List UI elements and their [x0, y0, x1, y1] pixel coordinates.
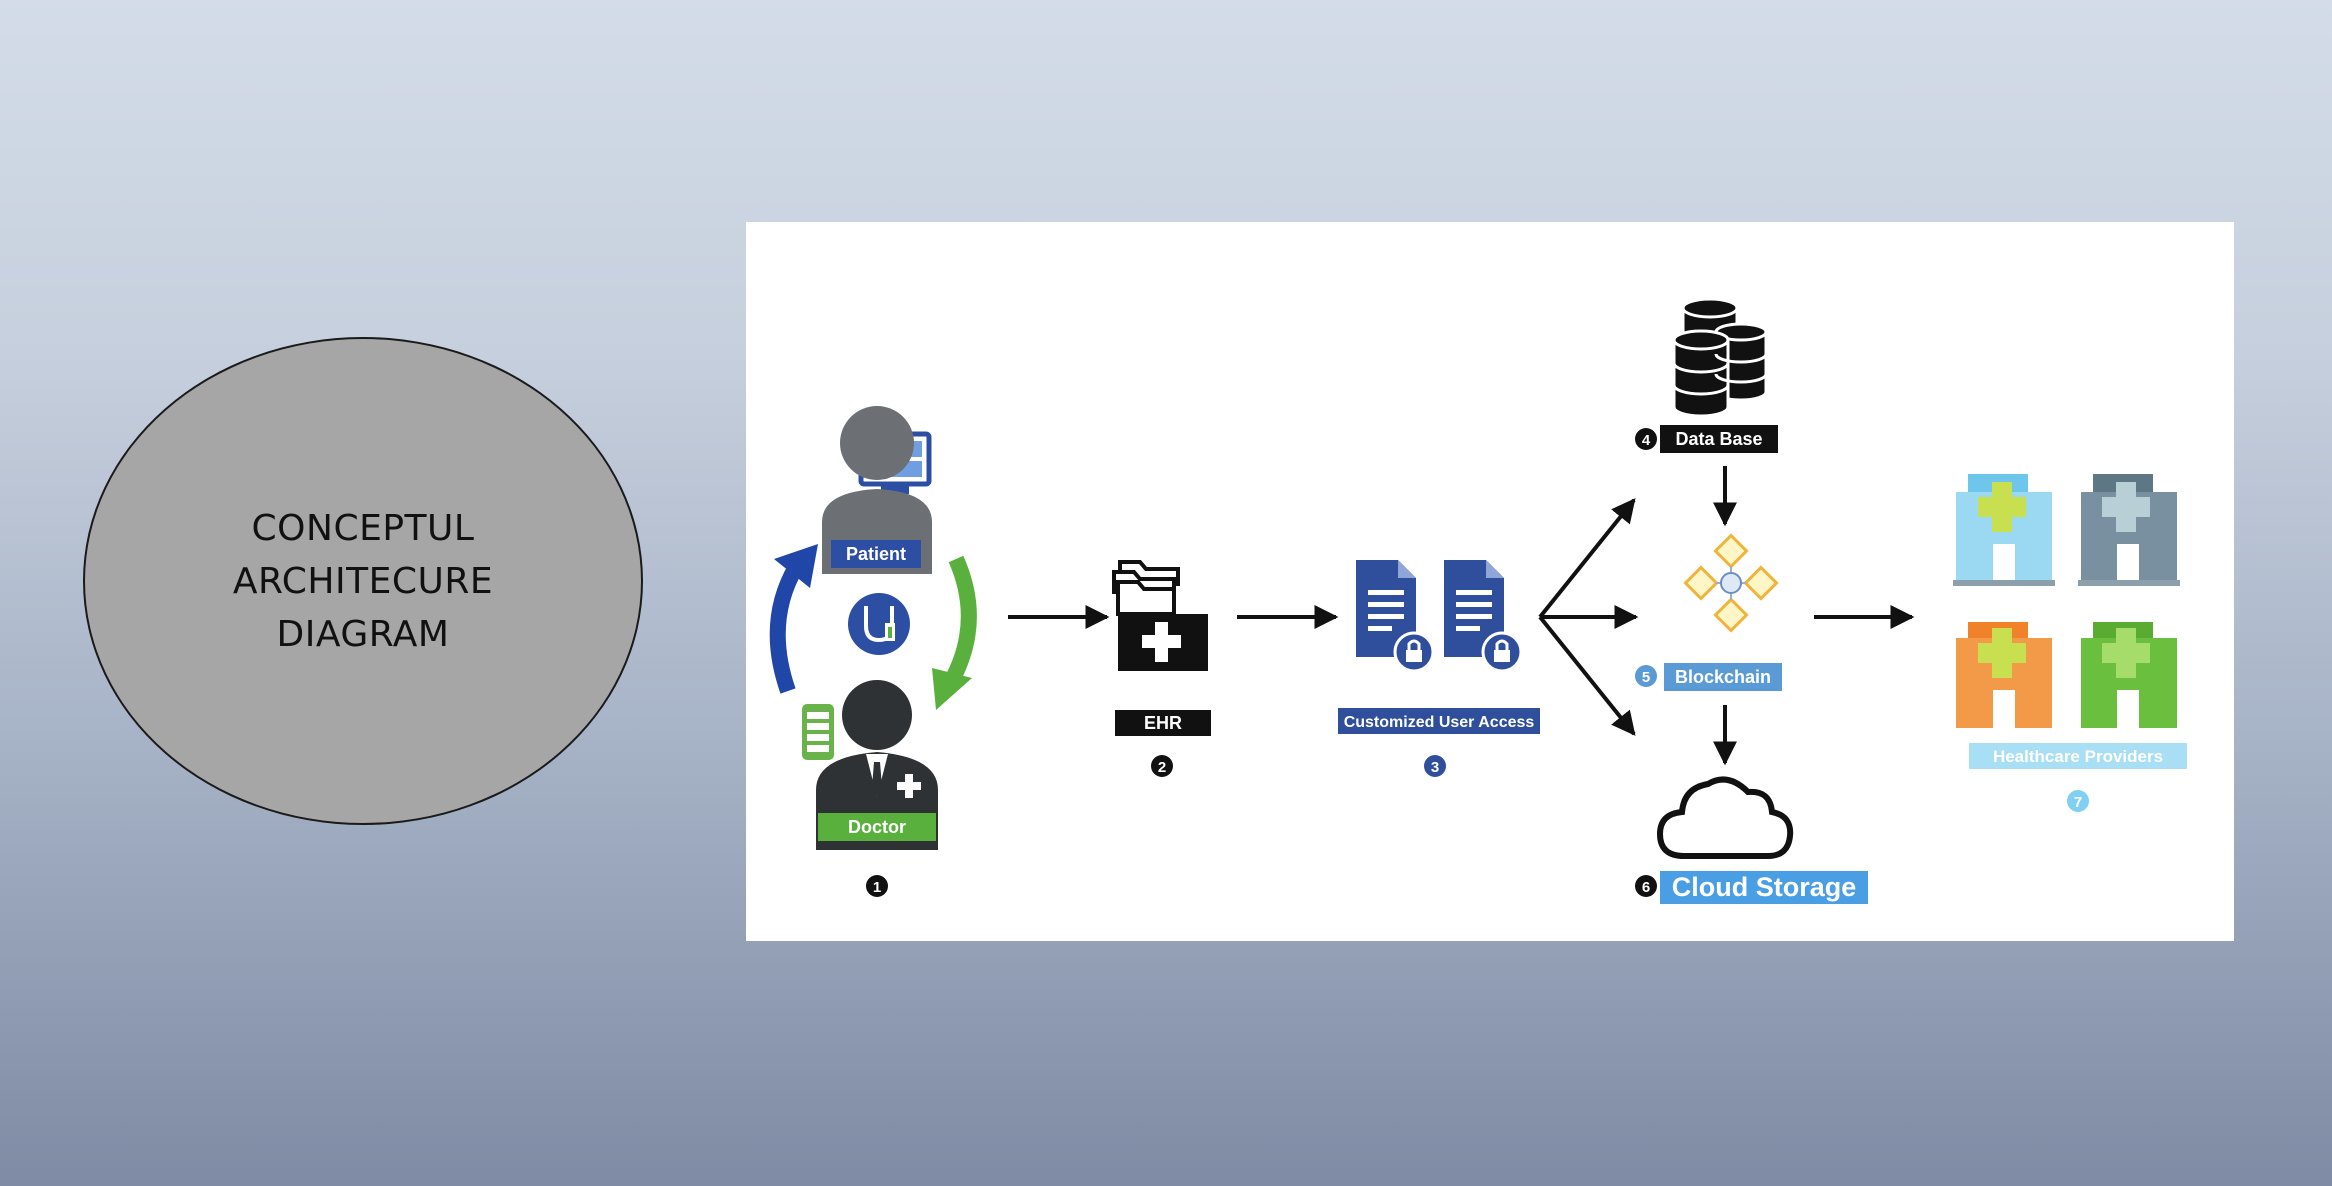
providers-label-bg [1969, 743, 2187, 769]
blockchain-label: Blockchain [1675, 667, 1771, 687]
database-icon [1672, 297, 1768, 418]
cloud-label-bg [1660, 871, 1868, 904]
patient-label: Patient [846, 544, 906, 564]
architecture-diagram: Patient Doctor 1 [746, 222, 2234, 941]
ehr-label-bg [1115, 710, 1211, 736]
blockchain-icon [1683, 533, 1779, 633]
ehr-label: EHR [1144, 713, 1182, 733]
step-5-number: 5 [1642, 669, 1650, 686]
secure-document-icon-1 [1356, 560, 1435, 673]
providers-label: Healthcare Providers [1993, 747, 2163, 766]
hospital-icon-orange [1956, 622, 2052, 728]
hospital-icon-cyan [1953, 474, 2055, 586]
phone-icon [802, 704, 834, 760]
doctor-label-bg [818, 813, 936, 841]
doctor-label: Doctor [848, 817, 906, 837]
step-2-number: 2 [1158, 759, 1166, 776]
arrow-access-to-cloud [1538, 615, 1636, 736]
step-6-badge [1635, 875, 1657, 897]
title-ellipse: CONCEPTUL ARCHITECURE DIAGRAM [83, 337, 643, 825]
blockchain-label-bg [1664, 663, 1782, 691]
step-1-number: 1 [873, 879, 881, 896]
access-label: Customized User Access [1344, 714, 1535, 731]
cloud-label: Cloud Storage [1672, 872, 1857, 902]
access-label-bg [1338, 708, 1540, 734]
patient-label-bg [831, 540, 921, 568]
database-label: Data Base [1675, 429, 1762, 449]
hospital-icon-green [2081, 622, 2177, 728]
title-line-3: DIAGRAM [276, 613, 450, 655]
step-4-number: 4 [1642, 432, 1651, 449]
database-label-bg [1660, 425, 1778, 453]
step-4-badge [1635, 428, 1657, 450]
stethoscope-icon [848, 593, 910, 655]
step-5-badge [1635, 665, 1657, 687]
step-2-badge [1151, 755, 1173, 777]
step-3-badge [1424, 755, 1446, 777]
step-7-number: 7 [2074, 794, 2082, 811]
ehr-folder-icon [1112, 560, 1208, 671]
arrow-access-to-database [1538, 498, 1636, 619]
step-3-number: 3 [1431, 759, 1439, 776]
step-1-badge [866, 875, 888, 897]
hospital-icon-slate [2078, 474, 2180, 586]
title-line-2: ARCHITECURE [232, 560, 494, 602]
step-6-number: 6 [1642, 879, 1650, 896]
title-line-1: CONCEPTUL [251, 507, 475, 549]
cloud-icon [1656, 776, 1794, 859]
step-7-badge [2067, 790, 2089, 812]
cycle-arrow-green-icon [932, 555, 977, 710]
cycle-arrow-blue-icon [769, 544, 818, 694]
secure-document-icon-2 [1444, 560, 1523, 673]
